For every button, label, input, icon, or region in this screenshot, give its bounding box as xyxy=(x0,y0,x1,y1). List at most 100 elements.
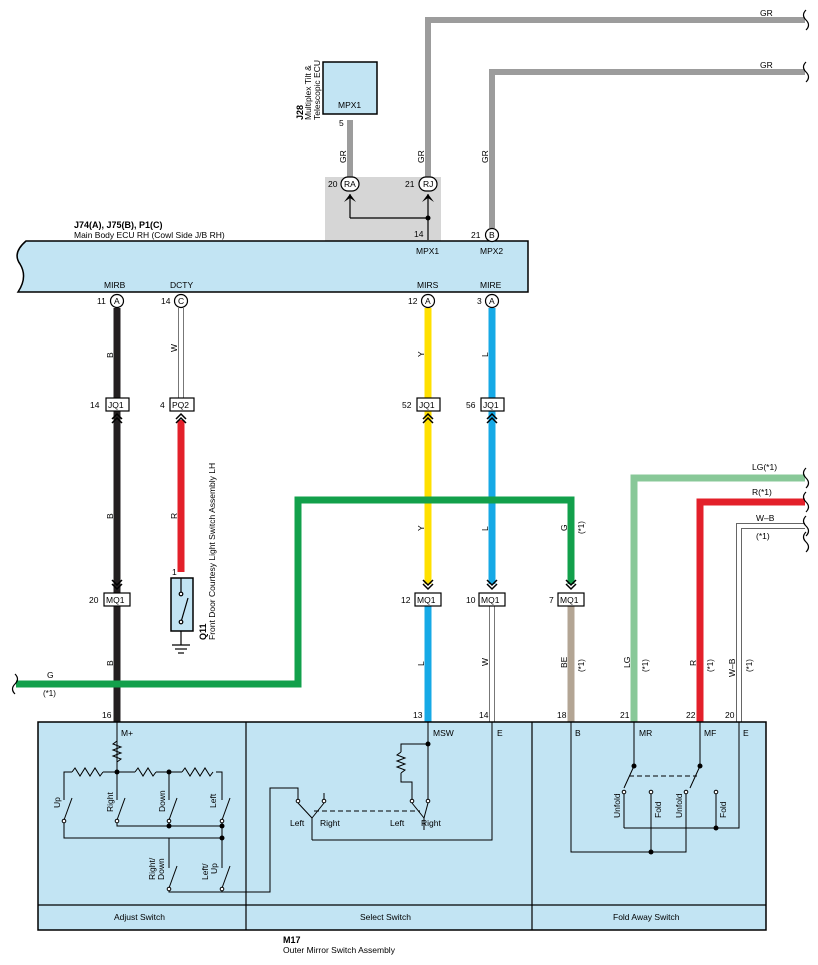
wire-g-main xyxy=(16,496,575,688)
connectors-upper: JQ1 14 PQ2 4 JQ1 52 JQ1 56 xyxy=(90,397,505,412)
conn-jq1-mirb-pin: 14 xyxy=(90,400,100,410)
adj-label-left: Left xyxy=(208,793,218,808)
lbl-lg-note: (*1) xyxy=(641,659,650,672)
dcty-terminal xyxy=(173,293,189,309)
fold-label-unfold-1: Unfold xyxy=(612,793,622,818)
jb-bottom-label: MPX1 xyxy=(416,246,439,256)
harness-wires xyxy=(16,308,805,722)
conn-pq2-code: PQ2 xyxy=(172,400,189,410)
lbl-g-left-note: (*1) xyxy=(43,689,56,698)
lbl-mirs-1: Y xyxy=(416,351,426,357)
wire-label-gr-top1: GR xyxy=(760,8,773,18)
wire-wb-outer xyxy=(736,523,805,722)
m17-pin-20: 20 xyxy=(725,710,735,720)
lbl-be-note: (*1) xyxy=(577,659,586,672)
m17-pin-16: 16 xyxy=(102,710,112,720)
lbl-mirb-1: B xyxy=(105,352,115,358)
select-switch-contacts xyxy=(295,798,431,804)
conn-pq2-pin: 4 xyxy=(160,400,165,410)
conn-mq1-mirs xyxy=(414,592,442,607)
conn-mq1-g-pin: 7 xyxy=(549,595,554,605)
mpx2-label: MPX2 xyxy=(480,246,503,256)
q11-name: Front Door Courtesy Light Switch Assembl… xyxy=(207,463,217,640)
sel-label-right-1: Right xyxy=(320,818,340,828)
jb-rj-code: RJ xyxy=(423,179,433,189)
term-label-mire: MIRE xyxy=(480,280,502,290)
conn-mq1-mirb-pin: 20 xyxy=(89,595,99,605)
wire-label-gr-v2: GR xyxy=(480,150,490,163)
lbl-mirs-3: L xyxy=(416,661,426,666)
adjust-switch-dots xyxy=(114,769,225,841)
right-wire-wb-label: W–B xyxy=(756,513,775,523)
jb-ra-code: RA xyxy=(344,179,356,189)
lbl-mirs-2: Y xyxy=(416,525,426,531)
q11-ref: Q11 xyxy=(198,623,208,640)
ecu-terminals: A 11 C 14 A 12 A 3 xyxy=(97,293,500,309)
lbl-r: R xyxy=(688,660,698,666)
lbl-dcty-2: R xyxy=(169,513,179,519)
m17-name: Outer Mirror Switch Assembly xyxy=(283,945,396,955)
jb-splice-dot xyxy=(425,215,431,221)
section-adjust-switch: Adjust Switch xyxy=(114,912,165,922)
adj-label-right-down-1: Right/ xyxy=(147,857,157,880)
jb-ra-pin: 20 xyxy=(328,179,338,189)
j28-pin: 5 xyxy=(339,118,344,128)
sel-label-left-2: Left xyxy=(390,818,405,828)
main-ecu-ref: J74(A), J75(B), P1(C) xyxy=(74,220,163,230)
fold-switch-dots xyxy=(631,763,719,855)
m17-pin-18: 18 xyxy=(557,710,567,720)
j28-ecu-box xyxy=(322,61,378,115)
mirs-pin: 12 xyxy=(408,296,418,306)
adj-label-left-up-2: Up xyxy=(209,863,219,874)
wire-wb-core xyxy=(737,524,805,722)
dcty-pin: 14 xyxy=(161,296,171,306)
jb-bottom-pin: 14 xyxy=(414,229,424,239)
m17-term-b: B xyxy=(575,728,581,738)
j28-terminal-label: MPX1 xyxy=(338,100,361,110)
m17-ref: M17 xyxy=(283,935,301,945)
conn-mq1-mire-pin: 10 xyxy=(466,595,476,605)
m17-pin-22: 22 xyxy=(686,710,696,720)
term-label-mirs: MIRS xyxy=(417,280,439,290)
adj-label-up: Up xyxy=(52,797,62,808)
conn-jq1-mirb-code: JQ1 xyxy=(108,400,124,410)
chevrons-upper xyxy=(111,412,498,424)
lbl-be: BE xyxy=(559,656,569,668)
mirb-code: A xyxy=(114,296,120,306)
fold-switch-circuit xyxy=(570,722,740,853)
lbl-wb: W–B xyxy=(727,658,737,677)
conn-mq1-mirb xyxy=(103,592,131,607)
wire-label-gr-j28: GR xyxy=(338,150,348,163)
m17-term-msw: MSW xyxy=(433,728,454,738)
wire-breaks-right xyxy=(11,467,810,695)
q11-pin: 1 xyxy=(172,567,177,577)
fold-label-fold-1: Fold xyxy=(653,801,663,818)
wire-r xyxy=(696,498,805,722)
conn-mq1-mire xyxy=(478,592,506,607)
m17-pins: 16 13 14 18 21 22 20 M+ MSW E B MR MF E xyxy=(102,710,749,738)
lbl-g-vert: G xyxy=(559,524,569,531)
jb-arrows xyxy=(344,194,434,202)
right-wire-r-label: R(*1) xyxy=(752,487,772,497)
conn-jq1-mirs-pin: 52 xyxy=(402,400,412,410)
main-ecu-box xyxy=(16,240,529,293)
m17-term-mr: MR xyxy=(639,728,652,738)
term-label-mirb: MIRB xyxy=(104,280,126,290)
conn-mq1-mirs-pin: 12 xyxy=(401,595,411,605)
term-label-dcty: DCTY xyxy=(170,280,193,290)
mirs-code: A xyxy=(425,296,431,306)
dcty-code: C xyxy=(178,296,184,306)
conn-jq1-mire xyxy=(480,397,505,412)
q11-switch-symbol xyxy=(172,578,190,654)
adj-label-down: Down xyxy=(157,790,167,812)
gr-wire-mpx2 xyxy=(489,69,805,228)
conn-jq1-mirs-code: JQ1 xyxy=(419,400,435,410)
jb-connector-rj xyxy=(418,176,438,192)
mirs-terminal xyxy=(420,293,436,309)
wire-color-labels: B W Y L B R Y L G (*1) B L W BE (*1) LG … xyxy=(43,344,754,698)
adj-label-right: Right xyxy=(105,792,115,812)
adjust-switch-contacts xyxy=(61,818,225,892)
wire-label-gr-top2: GR xyxy=(760,60,773,70)
m17-pin-21: 21 xyxy=(620,710,630,720)
lbl-g-vert-note: (*1) xyxy=(577,521,586,534)
